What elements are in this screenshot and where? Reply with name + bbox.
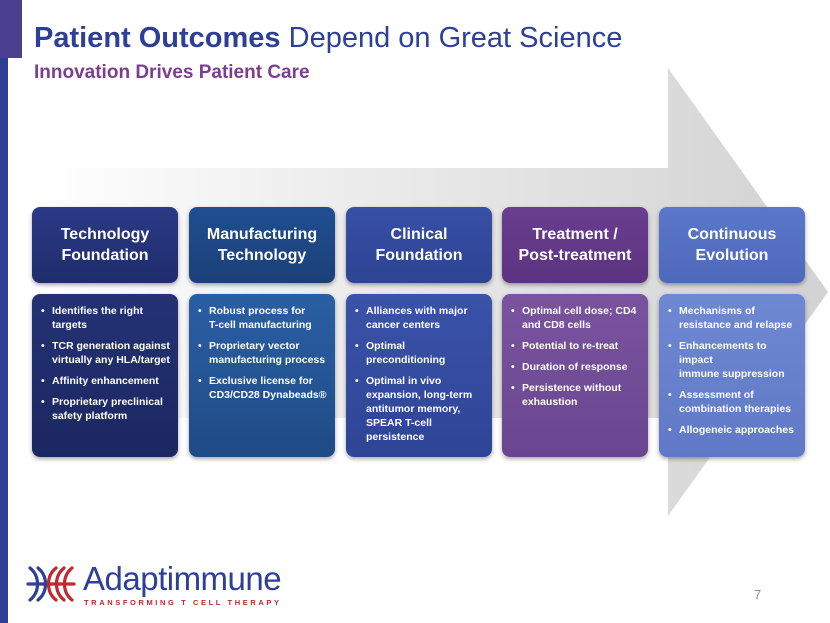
bullet-item: Proprietary preclinical safety platform — [40, 395, 172, 423]
heading-line: Foundation — [61, 247, 149, 264]
bullet-line: and CD8 cells — [522, 319, 591, 331]
bullet-item: Allogeneic approaches — [667, 423, 799, 437]
bullet-line: expansion, long-term — [366, 389, 473, 401]
card-heading-treatment-post-treatment: Treatment / Post-treatment — [502, 207, 648, 283]
bullet-item: Optimal preconditioning — [354, 339, 486, 367]
bullet-line: antitumor memory, — [366, 403, 461, 415]
bullet-line: Optimal in vivo — [366, 375, 442, 387]
bullet-line: targets — [52, 319, 88, 331]
heading-line: Manufacturing — [206, 226, 318, 243]
bullet-line: preconditioning — [366, 354, 446, 366]
bullet-item: Alliances with major cancer centers — [354, 304, 486, 332]
bullet-line: immune suppression — [679, 368, 785, 380]
bullet-line: Duration of response — [522, 361, 628, 373]
logo-tagline: TRANSFORMING T CELL THERAPY — [84, 598, 282, 607]
bullet-item: Optimal in vivo expansion, long-term antit… — [354, 374, 486, 444]
bullet-line: T-cell manufacturing — [209, 319, 312, 331]
bullet-line: manufacturing process — [209, 354, 326, 366]
heading-line: Post-treatment — [518, 247, 632, 264]
bullet-line: Optimal cell dose; CD4 — [522, 305, 637, 317]
bullet-item: TCR generation against virtually any HLA/… — [40, 339, 172, 367]
bullet-line: Optimal — [366, 340, 406, 352]
bullet-item: Mechanisms of resistance and relapse — [667, 304, 799, 332]
bullet-item: Potential to re-treat — [510, 339, 642, 353]
bullet-line: Assessment of — [679, 389, 754, 401]
bullet-line: TCR generation against — [52, 340, 170, 352]
heading-line: Foundation — [375, 247, 463, 264]
bullet-line: Affinity enhancement — [52, 375, 159, 387]
logo-wordmark: Adaptimmune — [83, 560, 282, 597]
bullet-line: cancer centers — [366, 319, 441, 331]
helix-logo-icon — [26, 566, 76, 602]
bullet-item: Duration of response — [510, 360, 642, 374]
bullet-line: Robust process for — [209, 305, 306, 317]
bullet-line: Enhancements to impact — [679, 340, 767, 366]
bullet-item: Enhancements to impact immune suppression — [667, 339, 799, 381]
card-body-continuous-evolution: Mechanisms of resistance and relapse Enha… — [659, 294, 805, 457]
page-number: 7 — [754, 587, 762, 602]
card-body-technology-foundation: Identifies the right targets TCR generati… — [32, 294, 178, 457]
company-logo: Adaptimmune TRANSFORMING T CELL THERAPY — [26, 558, 296, 614]
bullet-line: Identifies the right — [52, 305, 144, 317]
bullet-item: Persistence without exhaustion — [510, 381, 642, 409]
heading-line: Evolution — [695, 247, 769, 264]
bullet-line: Mechanisms of — [679, 305, 755, 317]
heading-line: Technology — [60, 226, 150, 243]
bullet-item: Identifies the right targets — [40, 304, 172, 332]
bullet-line: combination therapies — [679, 403, 792, 415]
bullet-line: exhaustion — [522, 396, 578, 408]
title-rest: Depend on Great Science — [280, 22, 623, 54]
heading-line: Treatment / — [532, 226, 618, 243]
bullet-item: Assessment of combination therapies — [667, 388, 799, 416]
page-title: Patient Outcomes Depend on Great Science — [34, 22, 622, 55]
bullet-line: resistance and relapse — [679, 319, 793, 331]
bullet-line: Alliances with major — [366, 305, 468, 317]
heading-line: Continuous — [687, 226, 777, 243]
heading-line: Technology — [217, 247, 307, 264]
left-edge-bar — [0, 0, 8, 623]
card-body-clinical-foundation: Alliances with major cancer centers Optim… — [346, 294, 492, 457]
heading-line: Clinical — [390, 226, 448, 243]
bullet-line: Potential to re-treat — [522, 340, 619, 352]
bullet-line: Persistence without — [522, 382, 622, 394]
card-body-treatment-post-treatment: Optimal cell dose; CD4 and CD8 cells Pote… — [502, 294, 648, 457]
bullet-line: CD3/CD28 Dynabeads® — [209, 389, 327, 401]
title-strong: Patient Outcomes — [34, 22, 281, 54]
page-subtitle: Innovation Drives Patient Care — [34, 62, 310, 83]
bullet-item: Affinity enhancement — [40, 374, 172, 388]
bullet-line: Exclusive license for — [209, 375, 313, 387]
bullet-line: SPEAR T-cell — [366, 417, 432, 429]
bullet-line: persistence — [366, 431, 425, 443]
bullet-item: Proprietary vector manufacturing process — [197, 339, 329, 367]
left-edge-accent — [0, 0, 22, 58]
bullet-item: Optimal cell dose; CD4 and CD8 cells — [510, 304, 642, 332]
bullet-line: Proprietary preclinical — [52, 396, 163, 408]
bullet-line: Allogeneic approaches — [679, 424, 794, 436]
bullet-line: safety platform — [52, 410, 128, 422]
bullet-line: virtually any HLA/target — [52, 354, 170, 366]
bullet-line: Proprietary vector — [209, 340, 300, 352]
